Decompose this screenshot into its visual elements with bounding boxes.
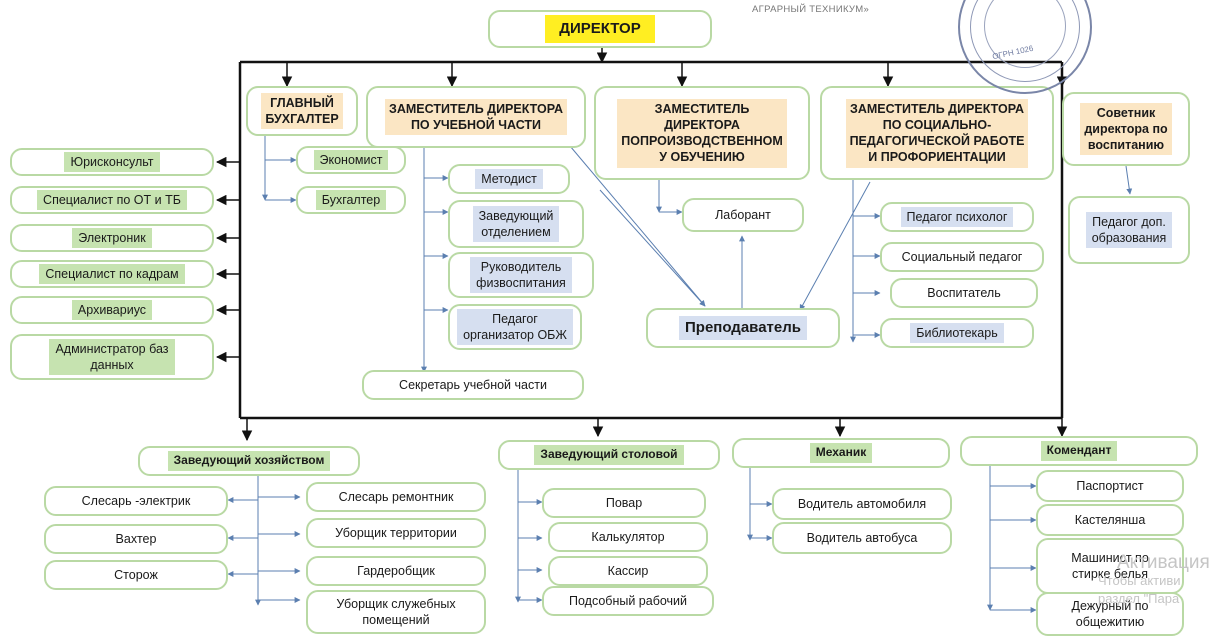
commandant-head-box[interactable]: Комендант (960, 436, 1198, 466)
canteen-calculator-box[interactable]: Калькулятор (548, 522, 708, 552)
commandant-laundry-operator-label: Машинист по стирке белья (1071, 550, 1149, 581)
chief-accountant-box[interactable]: ГЛАВНЫЙ БУХГАЛТЕР (246, 86, 358, 136)
chief-accountant-label: ГЛАВНЫЙ БУХГАЛТЕР (261, 92, 343, 130)
safety-teacher-box[interactable]: Педагог организатор ОБЖ (448, 304, 582, 350)
left-item-label: Архивариус (71, 299, 153, 321)
accountant-box[interactable]: Бухгалтер (296, 186, 406, 214)
household-watchman-box[interactable]: Вахтер (44, 524, 228, 554)
household-cloakroom-box[interactable]: Гардеробщик (306, 556, 486, 586)
mechanic-bus-driver-box[interactable]: Водитель автобуса (772, 522, 952, 554)
department-head-label: Заведующий отделением (472, 205, 560, 243)
household-cleaner-territory-box[interactable]: Уборщик территории (306, 518, 486, 548)
canteen-head-box[interactable]: Заведующий столовой (498, 440, 720, 470)
left-item-label: Администратор баз данных (49, 338, 175, 376)
commandant-linen-keeper-box[interactable]: Кастелянша (1036, 504, 1184, 536)
education-secretary-box[interactable]: Секретарь учебной части (362, 370, 584, 400)
household-repairman-label: Слесарь ремонтник (338, 489, 454, 504)
commandant-linen-keeper-label: Кастелянша (1074, 512, 1146, 527)
mechanic-head-box[interactable]: Механик (732, 438, 950, 468)
teacher-label: Преподаватель (679, 316, 807, 340)
teacher-box[interactable]: Преподаватель (646, 308, 840, 348)
safety-teacher-label: Педагог организатор ОБЖ (457, 308, 573, 346)
accountant-label: Бухгалтер (315, 189, 387, 211)
commandant-dorm-duty-box[interactable]: Дежурный по общежитию (1036, 592, 1184, 636)
economist-box[interactable]: Экономист (296, 146, 406, 174)
education-secretary-label: Секретарь учебной части (399, 377, 547, 392)
methodist-box[interactable]: Методист (448, 164, 570, 194)
advisor-label: Советник директора по воспитанию (1080, 102, 1172, 156)
left-item-label: Юрисконсульт (64, 151, 160, 173)
mechanic-head-label: Механик (809, 443, 873, 463)
canteen-cook-box[interactable]: Повар (542, 488, 706, 518)
librarian-box[interactable]: Библиотекарь (880, 318, 1034, 348)
director-box[interactable]: ДИРЕКТОР (488, 10, 712, 48)
household-head-box[interactable]: Заведующий хозяйством (138, 446, 360, 476)
methodist-label: Методист (475, 168, 543, 190)
commandant-laundry-operator-box[interactable]: Машинист по стирке белья (1036, 538, 1184, 594)
left-item-safety-specialist[interactable]: Специалист по ОТ и ТБ (10, 186, 214, 214)
psychologist-label: Педагог психолог (900, 206, 1014, 228)
left-item-hr-specialist[interactable]: Специалист по кадрам (10, 260, 214, 288)
household-repairman-box[interactable]: Слесарь ремонтник (306, 482, 486, 512)
left-item-label: Специалист по ОТ и ТБ (37, 189, 187, 211)
deputy-social-box[interactable]: ЗАМЕСТИТЕЛЬ ДИРЕКТОРА ПО СОЦИАЛЬНО- ПЕДА… (820, 86, 1054, 180)
educator-label: Воспитатель (927, 285, 1001, 300)
department-head-box[interactable]: Заведующий отделением (448, 200, 584, 248)
household-cleaner-office-label: Уборщик служебных помещений (336, 596, 456, 627)
lab-assistant-box[interactable]: Лаборант (682, 198, 804, 232)
director-label: ДИРЕКТОР (545, 15, 655, 43)
left-item-db-administrator[interactable]: Администратор баз данных (10, 334, 214, 380)
household-watchman-label: Вахтер (115, 531, 157, 546)
additional-education-label: Педагог доп. образования (1085, 211, 1173, 249)
canteen-cook-label: Повар (605, 495, 643, 510)
canteen-calculator-label: Калькулятор (591, 529, 665, 544)
left-item-electronics[interactable]: Электроник (10, 224, 214, 252)
left-item-label: Специалист по кадрам (39, 263, 185, 285)
household-cleaner-office-box[interactable]: Уборщик служебных помещений (306, 590, 486, 634)
household-electrician-box[interactable]: Слесарь -электрик (44, 486, 228, 516)
canteen-cashier-box[interactable]: Кассир (548, 556, 708, 586)
economist-label: Экономист (313, 149, 389, 171)
deputy-social-label: ЗАМЕСТИТЕЛЬ ДИРЕКТОРА ПО СОЦИАЛЬНО- ПЕДА… (845, 98, 1029, 168)
activation-watermark-line: Чтобы активи (1098, 573, 1181, 588)
deputy-education-label: ЗАМЕСТИТЕЛЬ ДИРЕКТОРА ПО УЧЕБНОЙ ЧАСТИ (385, 98, 567, 136)
canteen-cashier-label: Кассир (607, 563, 649, 578)
lab-assistant-label: Лаборант (715, 207, 771, 222)
left-item-legal-advisor[interactable]: Юрисконсульт (10, 148, 214, 176)
household-cloakroom-label: Гардеробщик (357, 563, 435, 578)
sport-head-label: Руководитель физвоспитания (470, 256, 572, 294)
deputy-education-box[interactable]: ЗАМЕСТИТЕЛЬ ДИРЕКТОРА ПО УЧЕБНОЙ ЧАСТИ (366, 86, 586, 148)
mechanic-car-driver-box[interactable]: Водитель автомобиля (772, 488, 952, 520)
household-electrician-label: Слесарь -электрик (81, 493, 191, 508)
mechanic-bus-driver-label: Водитель автобуса (806, 530, 918, 545)
stamp-caption: АГРАРНЫЙ ТЕХНИКУМ» (752, 4, 870, 15)
household-guard-label: Сторож (114, 567, 158, 582)
household-head-label: Заведующий хозяйством (167, 451, 331, 471)
activation-watermark-title: Активация (1117, 552, 1210, 573)
librarian-label: Библиотекарь (910, 322, 1004, 344)
activation-watermark-line: раздел "Пара (1098, 591, 1180, 606)
left-item-label: Электроник (72, 227, 152, 249)
deputy-production-box[interactable]: ЗАМЕСТИТЕЛЬ ДИРЕКТОРА ПОПРОИЗВОДСТВЕННОМ… (594, 86, 810, 180)
commandant-passport-officer-box[interactable]: Паспортист (1036, 470, 1184, 502)
commandant-head-label: Комендант (1040, 441, 1118, 461)
household-guard-box[interactable]: Сторож (44, 560, 228, 590)
household-cleaner-territory-label: Уборщик территории (335, 525, 457, 540)
mechanic-car-driver-label: Водитель автомобиля (797, 496, 927, 511)
canteen-helper-box[interactable]: Подсобный рабочий (542, 586, 714, 616)
psychologist-box[interactable]: Педагог психолог (880, 202, 1034, 232)
commandant-passport-officer-label: Паспортист (1076, 478, 1144, 493)
commandant-dorm-duty-label: Дежурный по общежитию (1071, 598, 1149, 629)
educator-box[interactable]: Воспитатель (890, 278, 1038, 308)
social-pedagogue-label: Социальный педагог (901, 249, 1023, 264)
social-pedagogue-box[interactable]: Социальный педагог (880, 242, 1044, 272)
advisor-box[interactable]: Советник директора по воспитанию (1062, 92, 1190, 166)
additional-education-box[interactable]: Педагог доп. образования (1068, 196, 1190, 264)
canteen-head-label: Заведующий столовой (534, 445, 684, 465)
canteen-helper-label: Подсобный рабочий (568, 593, 688, 608)
deputy-production-label: ЗАМЕСТИТЕЛЬ ДИРЕКТОРА ПОПРОИЗВОДСТВЕННОМ… (617, 98, 787, 168)
sport-head-box[interactable]: Руководитель физвоспитания (448, 252, 594, 298)
left-item-archivist[interactable]: Архивариус (10, 296, 214, 324)
